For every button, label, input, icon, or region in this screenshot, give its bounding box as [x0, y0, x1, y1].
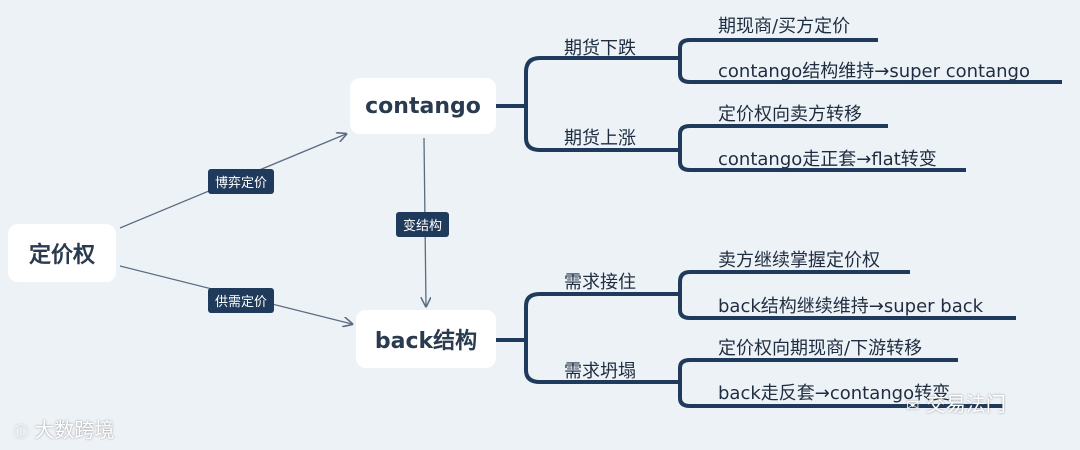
back-node: back结构: [356, 310, 496, 368]
contango-leaf-1a: [670, 38, 878, 60]
back-branch-1: [524, 292, 670, 340]
leaf-back-2b: back走反套→contango转变: [718, 383, 951, 404]
edge-label-game-pricing: 博弈定价: [208, 169, 275, 194]
contango-leaf-2a: [670, 124, 888, 152]
contango-branch-2: [524, 106, 670, 152]
watermark-right-text: 交易法门: [925, 392, 1006, 416]
contango-leaf-2b: [678, 150, 966, 172]
wechat-icon: ✉: [906, 396, 920, 415]
back-branch-2: [524, 340, 670, 384]
watermark-right: ✉ 交易法门: [906, 388, 1006, 417]
contango-branch-1: [524, 56, 670, 106]
edge-label-supply-demand-pricing: 供需定价: [208, 288, 275, 313]
back-leaf-2a: [670, 358, 958, 384]
leaf-contango-1a: 期现商/买方定价: [718, 16, 851, 37]
back-leaf-2b: [678, 382, 1004, 408]
leaf-back-1a: 卖方继续掌握定价权: [718, 250, 880, 271]
leaf-contango-2a: 定价权向卖方转移: [718, 104, 862, 125]
branch-futures-fall: 期货下跌: [564, 38, 636, 59]
leaf-contango-1b: contango结构维持→super contango: [718, 61, 1030, 82]
back-leaf-1b: [678, 294, 1016, 320]
leaf-back-2a: 定价权向期现商/下游转移: [718, 338, 923, 359]
root-node: 定价权: [8, 224, 116, 282]
watermark-left: ⓛ 大数跨境: [14, 414, 114, 443]
contango-leaf-1b: [678, 58, 1062, 84]
watermark-logo-icon: ⓛ: [14, 425, 28, 441]
leaf-contango-2b: contango走正套→flat转变: [718, 149, 937, 170]
back-leaf-1a: [670, 270, 910, 296]
contango-node: contango: [350, 78, 496, 134]
branch-demand-holds: 需求接住: [564, 272, 636, 293]
branch-demand-collapses: 需求坍塌: [564, 361, 636, 382]
leaf-back-1b: back结构继续维持→super back: [718, 296, 984, 317]
branch-futures-rise: 期货上涨: [564, 128, 636, 149]
watermark-left-text: 大数跨境: [34, 418, 115, 442]
edge-label-structure-change: 变结构: [396, 212, 450, 237]
